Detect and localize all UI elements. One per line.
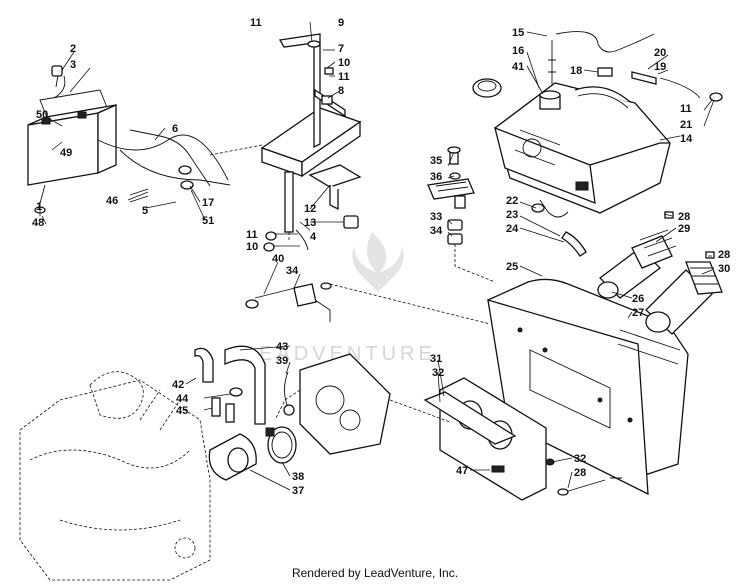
callout-24: 24	[506, 223, 519, 235]
battery-bracket	[209, 33, 362, 252]
engine-outline	[19, 371, 211, 581]
callout-34-top: 34	[430, 225, 443, 237]
callout-49: 49	[60, 147, 72, 159]
watermark: LEADVENTURE	[244, 232, 436, 365]
callout-34-low: 34	[286, 265, 299, 277]
callout-19: 19	[654, 61, 666, 73]
watermark-text: LEADVENTURE	[244, 343, 436, 365]
callout-11-top: 11	[250, 17, 262, 29]
callout-44: 44	[176, 393, 189, 405]
callout-28-top: 28	[678, 211, 690, 223]
callout-22: 22	[506, 195, 518, 207]
callout-48: 48	[32, 217, 44, 229]
callout-13: 13	[304, 217, 316, 229]
callout-31: 31	[430, 353, 442, 365]
callout-17: 17	[202, 197, 214, 209]
callout-10-top: 10	[338, 57, 350, 69]
callout-35: 35	[430, 155, 442, 167]
callout-42: 42	[172, 379, 184, 391]
callout-5: 5	[142, 205, 148, 217]
fuel-pump	[427, 146, 496, 283]
callout-4: 4	[310, 231, 317, 243]
callout-50: 50	[36, 109, 48, 121]
callout-9: 9	[338, 17, 344, 29]
render-credit: Rendered by LeadVenture, Inc.	[291, 566, 459, 580]
air-silencer	[487, 278, 689, 496]
callout-28-right: 28	[718, 249, 730, 261]
callout-41: 41	[512, 61, 524, 73]
callout-23: 23	[506, 209, 518, 221]
callout-21: 21	[680, 119, 692, 131]
callout-37: 37	[292, 485, 304, 497]
callout-51: 51	[202, 215, 214, 227]
callout-18: 18	[570, 65, 582, 77]
callout-7: 7	[338, 43, 344, 55]
battery-assembly	[27, 65, 231, 214]
callout-2: 2	[70, 43, 76, 55]
callout-11-mid: 11	[338, 71, 350, 83]
callout-labels: 2 3 50 49 1 48 6 46 5 17 51 11 9 7 10 11…	[32, 17, 730, 497]
callout-45: 45	[176, 405, 188, 417]
callout-14: 14	[680, 133, 693, 145]
callout-16: 16	[512, 45, 524, 57]
callout-25: 25	[506, 261, 518, 273]
callout-3: 3	[70, 59, 76, 71]
callout-27: 27	[632, 307, 644, 319]
callout-32-right: 32	[574, 453, 586, 465]
callout-40: 40	[272, 253, 284, 265]
callout-12: 12	[304, 203, 316, 215]
callout-43: 43	[276, 341, 288, 353]
carburetor	[245, 282, 491, 455]
callout-46: 46	[106, 195, 118, 207]
callout-29: 29	[678, 223, 690, 235]
callout-6: 6	[172, 123, 178, 135]
callout-10-low: 10	[246, 241, 258, 253]
callout-8: 8	[338, 85, 344, 97]
callout-15: 15	[512, 27, 524, 39]
callout-47: 47	[456, 465, 468, 477]
callout-30: 30	[718, 263, 730, 275]
hoses-and-clamps	[194, 345, 297, 481]
callout-20: 20	[654, 47, 666, 59]
adaptor-plates	[423, 377, 622, 501]
callout-32-left: 32	[432, 367, 444, 379]
callout-28-bottom: 28	[574, 467, 586, 479]
intake-boots	[597, 211, 723, 335]
callout-11-right: 11	[680, 103, 692, 115]
oil-tank	[472, 31, 723, 257]
leader-lines	[39, 21, 715, 491]
callout-1: 1	[36, 201, 42, 213]
callout-26: 26	[632, 293, 644, 305]
callout-33: 33	[430, 211, 442, 223]
callout-38: 38	[292, 471, 304, 483]
callout-36: 36	[430, 171, 442, 183]
callout-11-low: 11	[246, 229, 258, 241]
callout-39: 39	[276, 355, 288, 367]
